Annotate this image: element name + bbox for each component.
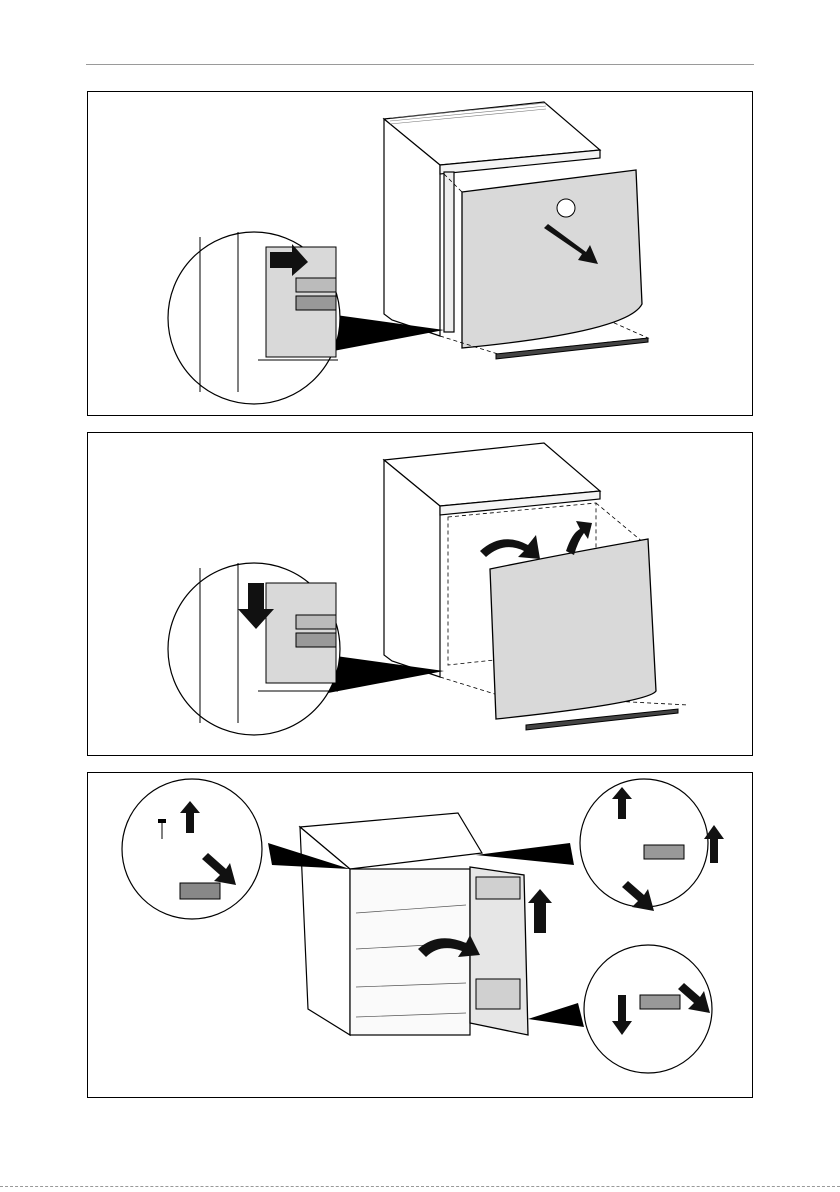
front-panel [490, 539, 656, 719]
hinge-plate [640, 995, 680, 1009]
figure-panel-hinge-reversal [87, 772, 753, 1098]
step-marker [557, 199, 575, 217]
hinge-plate [180, 883, 220, 899]
fridge-body [300, 813, 482, 1035]
figure-panel-remove-front [87, 91, 753, 416]
figure-panel-insert-front [87, 432, 753, 756]
hinge-reversal-illustration [88, 773, 752, 1097]
page-bottom-rule [0, 1186, 840, 1187]
front-panel [462, 170, 642, 348]
callout-wedge [528, 1003, 584, 1027]
fridge-front-removal-illustration [88, 92, 752, 415]
hinge-plate [644, 845, 684, 859]
header-rule [86, 64, 754, 65]
door-shelf-bottom [476, 979, 520, 1009]
detail-zoom-circle [580, 779, 708, 907]
arrow-icon [528, 889, 552, 933]
fridge-front-insert-illustration [88, 433, 752, 755]
door-shelf-top [476, 877, 520, 899]
curved-arrow-icon [480, 535, 540, 559]
callout-wedge [476, 843, 574, 865]
